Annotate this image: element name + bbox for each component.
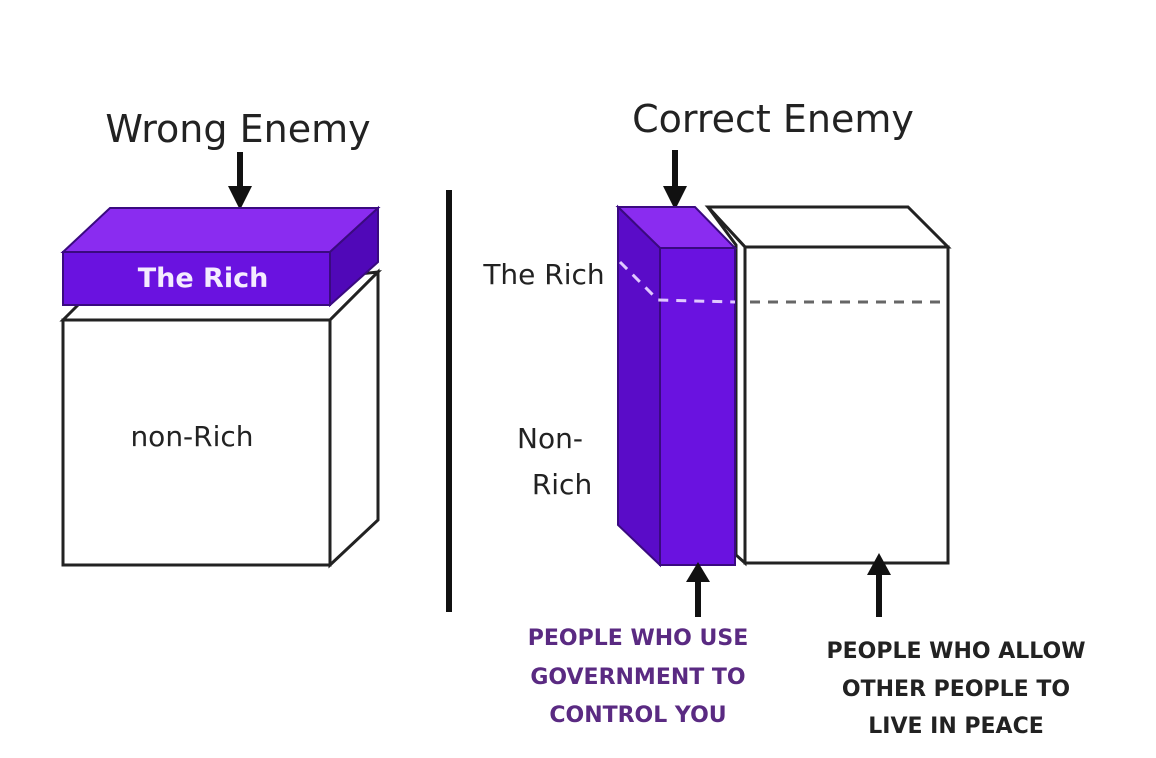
- wrong-enemy-title: Wrong Enemy: [105, 107, 370, 151]
- non-rich-side-label-1: Non-: [517, 422, 583, 455]
- the-rich-label: The Rich: [138, 263, 269, 294]
- caption-line: LIVE IN PEACE: [868, 714, 1044, 739]
- non-rich-label: non-Rich: [130, 420, 253, 453]
- caption-line: GOVERNMENT TO: [530, 665, 745, 690]
- down-arrow-icon: [663, 150, 687, 210]
- caption-line: PEOPLE WHO ALLOW: [827, 639, 1086, 664]
- the-rich-side-label: The Rich: [482, 258, 604, 291]
- caption-government-users: PEOPLE WHO USE GOVERNMENT TO CONTROL YOU: [528, 626, 748, 728]
- non-rich-box: non-Rich: [59, 268, 383, 569]
- correct-enemy-title: Correct Enemy: [632, 97, 914, 141]
- caption-line: CONTROL YOU: [549, 703, 726, 728]
- government-users-column: [615, 204, 738, 568]
- caption-line: OTHER PEOPLE TO: [842, 677, 1070, 702]
- non-rich-side-label-2: Rich: [532, 468, 592, 501]
- down-arrow-icon: [228, 152, 252, 210]
- caption-peaceful-people: PEOPLE WHO ALLOW OTHER PEOPLE TO LIVE IN…: [827, 639, 1086, 739]
- rich-slab: The Rich: [60, 205, 381, 308]
- peaceful-people-box: [704, 205, 952, 567]
- up-arrow-icon: [867, 553, 891, 617]
- up-arrow-icon: [686, 562, 710, 617]
- caption-line: PEOPLE WHO USE: [528, 626, 748, 651]
